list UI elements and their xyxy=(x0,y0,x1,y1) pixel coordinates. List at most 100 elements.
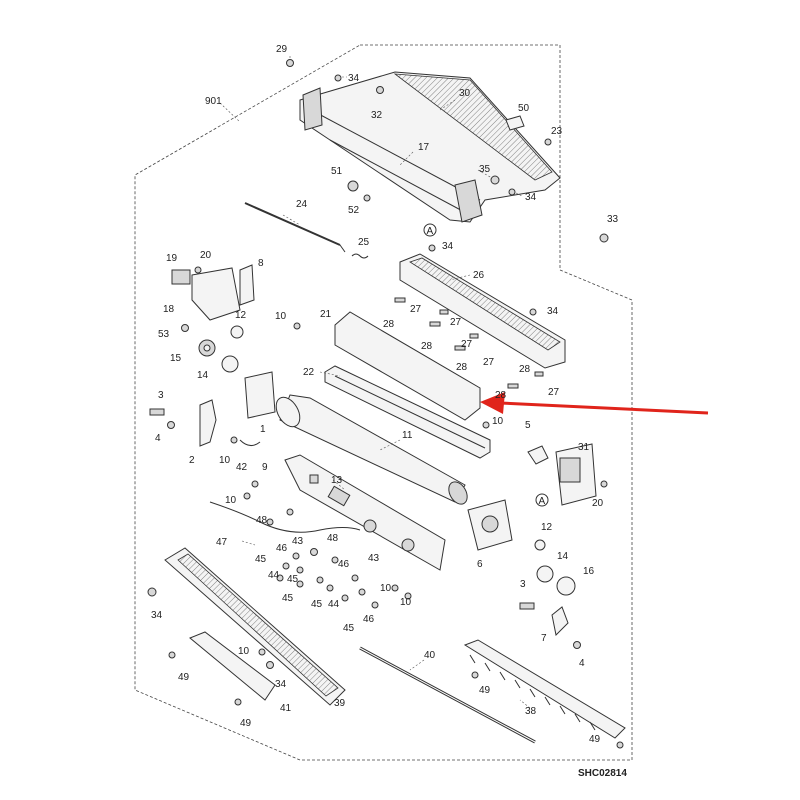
callout-46: 46 xyxy=(338,559,350,570)
screw-icon xyxy=(428,244,436,252)
callout-10: 10 xyxy=(275,311,287,322)
callout-45: 45 xyxy=(311,599,323,610)
callout-19: 19 xyxy=(166,253,178,264)
callout-33: 33 xyxy=(607,214,619,225)
callout-30: 30 xyxy=(459,88,471,99)
callout-45: 45 xyxy=(287,574,299,585)
gear-icon xyxy=(347,180,359,192)
callout-34: 34 xyxy=(547,306,559,317)
callout-49: 49 xyxy=(178,672,190,683)
callout-34: 34 xyxy=(151,610,163,621)
right-drive-group xyxy=(467,443,608,649)
callout-3: 3 xyxy=(520,579,526,590)
callout-14: 14 xyxy=(197,370,209,381)
left-bracket xyxy=(244,371,276,419)
callout-3: 3 xyxy=(158,390,164,401)
callout-48: 48 xyxy=(327,533,339,544)
screw-icon xyxy=(167,421,175,429)
callout-14: 14 xyxy=(557,551,569,562)
svg-text:A: A xyxy=(427,226,434,237)
paper-guide xyxy=(399,253,566,369)
callout-4: 4 xyxy=(579,658,585,669)
callout-29: 29 xyxy=(276,44,288,55)
screw-icon xyxy=(490,175,500,185)
callout-34: 34 xyxy=(442,241,454,252)
callout-43: 43 xyxy=(368,553,380,564)
callout-35: 35 xyxy=(479,164,491,175)
callout-15: 15 xyxy=(170,353,182,364)
screw-icon xyxy=(334,74,342,82)
callout-10: 10 xyxy=(238,646,250,657)
callout-24: 24 xyxy=(296,199,308,210)
screw-icon xyxy=(286,59,294,67)
figure-code: SHC02814 xyxy=(578,768,627,779)
comb-guide xyxy=(463,639,626,739)
callout-21: 21 xyxy=(320,309,332,320)
callout-28: 28 xyxy=(495,390,507,401)
callout-10: 10 xyxy=(400,597,412,608)
spring-part xyxy=(149,408,165,416)
lever-part xyxy=(199,399,217,447)
callout-28: 28 xyxy=(519,364,531,375)
side-frame xyxy=(284,454,446,571)
screw-icon xyxy=(508,188,516,196)
screw-icon xyxy=(544,138,552,146)
callout-26: 26 xyxy=(473,270,485,281)
ref-marker-a xyxy=(423,223,437,237)
callout-2: 2 xyxy=(189,455,195,466)
callout-53: 53 xyxy=(158,329,170,340)
spring-part xyxy=(351,253,369,259)
callout-12: 12 xyxy=(235,310,247,321)
callout-38: 38 xyxy=(525,706,537,717)
left-drive-group xyxy=(171,264,255,373)
ref-marker-a xyxy=(535,493,549,507)
callout-labels: 29 34 30 32 50 23 17 51 35 34 52 24 33 3… xyxy=(151,44,619,745)
callout-43: 43 xyxy=(292,536,304,547)
callout-1: 1 xyxy=(260,424,266,435)
callout-46: 46 xyxy=(363,614,375,625)
cable-part xyxy=(209,501,361,533)
callout-10: 10 xyxy=(225,495,237,506)
callout-12: 12 xyxy=(541,522,553,533)
callout-48: 48 xyxy=(256,515,268,526)
svg-text:A: A xyxy=(539,496,546,507)
callout-27: 27 xyxy=(450,317,462,328)
callout-22: 22 xyxy=(303,367,315,378)
callout-18: 18 xyxy=(163,304,175,315)
callout-46: 46 xyxy=(276,543,288,554)
sheet-part xyxy=(505,115,525,131)
callout-28: 28 xyxy=(456,362,468,373)
callout-7: 7 xyxy=(541,633,547,644)
callout-6: 6 xyxy=(477,559,483,570)
callout-9: 9 xyxy=(262,462,268,473)
callout-45: 45 xyxy=(343,623,355,634)
callout-27: 27 xyxy=(461,339,473,350)
callout-10: 10 xyxy=(219,455,231,466)
callout-4: 4 xyxy=(155,433,161,444)
callout-27: 27 xyxy=(410,304,422,315)
callout-50: 50 xyxy=(518,103,530,114)
heater-cover xyxy=(334,311,481,421)
callout-13: 13 xyxy=(331,475,343,486)
callout-39: 39 xyxy=(334,698,346,709)
callout-47: 47 xyxy=(216,537,228,548)
callout-28: 28 xyxy=(421,341,433,352)
callout-49: 49 xyxy=(589,734,601,745)
assembly-label: 901 xyxy=(205,96,222,107)
callout-34: 34 xyxy=(525,192,537,203)
callout-49: 49 xyxy=(240,718,252,729)
callout-42: 42 xyxy=(236,462,248,473)
highlight-arrow xyxy=(480,392,709,415)
callout-27: 27 xyxy=(483,357,495,368)
screw-icon xyxy=(363,194,371,202)
callout-17: 17 xyxy=(418,142,430,153)
callout-31: 31 xyxy=(578,442,590,453)
callout-34: 34 xyxy=(275,679,287,690)
callout-51: 51 xyxy=(331,166,343,177)
small-rollers xyxy=(394,297,544,389)
callout-45: 45 xyxy=(282,593,294,604)
leader-lines xyxy=(241,56,531,709)
callout-41: 41 xyxy=(280,703,292,714)
callout-49: 49 xyxy=(479,685,491,696)
